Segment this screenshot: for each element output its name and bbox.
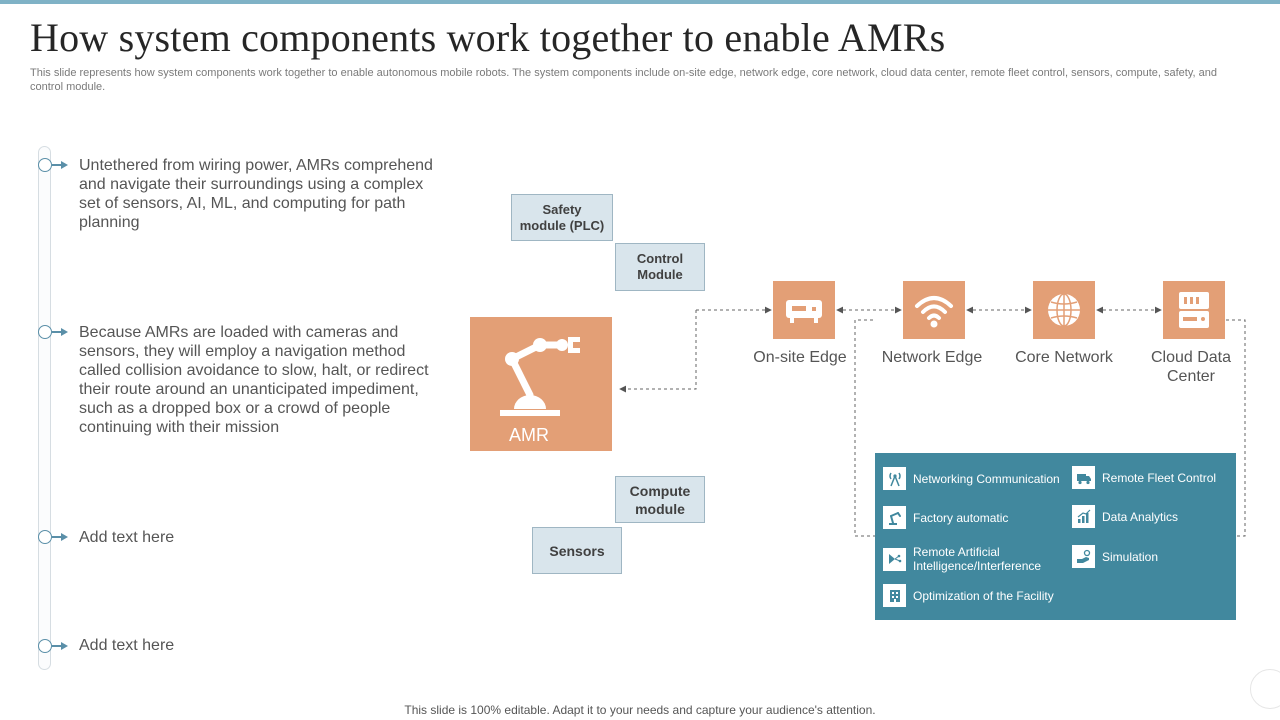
control-module-box: Control Module: [615, 243, 705, 291]
safety-module-box: Safety module (PLC): [511, 194, 613, 241]
timeline-marker: [37, 158, 69, 172]
timeline-text: Add text here: [79, 637, 175, 654]
core-network-label: Core Network: [1015, 349, 1113, 366]
bar-chart-icon: [1072, 505, 1095, 528]
timeline-text: Add text here: [79, 529, 175, 546]
network-edge-label: Network Edge: [881, 349, 983, 366]
truck-icon: [1072, 466, 1095, 489]
network-edge-node: [903, 281, 965, 339]
timeline-marker: [37, 530, 69, 544]
wifi-icon: [915, 296, 953, 328]
timeline-marker: [37, 325, 69, 339]
amr-block: AMR: [470, 317, 612, 451]
globe-icon: [1048, 293, 1080, 327]
timeline-bar: [38, 146, 51, 670]
timeline-text: Untethered from wiring power, AMRs compr…: [79, 157, 433, 231]
page-title: How system components work together to e…: [30, 15, 946, 60]
footer-note: This slide is 100% editable. Adapt it to…: [404, 703, 876, 717]
compute-module-box: Compute module: [615, 476, 705, 523]
amr-label: AMR: [509, 425, 549, 445]
corner-decoration: [1250, 669, 1280, 709]
feature-item: Remote Artificial Intelligence/Interfere…: [883, 545, 1063, 573]
robot-arm-icon: [883, 506, 906, 529]
features-panel: Networking Communication Remote Fleet Co…: [875, 453, 1236, 620]
cloud-data-center-label: Cloud Data Center: [1150, 349, 1232, 385]
timeline-text: Because AMRs are loaded with cameras and…: [79, 324, 429, 436]
feature-item: Factory automatic: [883, 506, 1008, 529]
on-site-edge-node: [773, 281, 835, 339]
feature-item: Remote Fleet Control: [1072, 466, 1216, 489]
building-icon: [883, 584, 906, 607]
ai-icon: [883, 547, 906, 571]
hand-icon: [1072, 545, 1095, 568]
cloud-data-center-node: [1163, 281, 1225, 339]
timeline-marker: [37, 639, 69, 653]
sensors-box: Sensors: [532, 527, 622, 574]
antenna-icon: [883, 467, 906, 490]
robot-arm-icon: [500, 337, 580, 416]
on-site-edge-label: On-site Edge: [753, 349, 847, 366]
page-subtitle: This slide represents how system compone…: [30, 67, 1218, 93]
server-icon: [1179, 292, 1209, 328]
top-accent-bar: [0, 0, 1280, 4]
router-icon: [786, 300, 822, 323]
feature-item: Simulation: [1072, 545, 1158, 568]
core-network-node: [1033, 281, 1095, 339]
feature-item: Optimization of the Facility: [883, 584, 1054, 607]
feature-item: Data Analytics: [1072, 505, 1178, 528]
feature-item: Networking Communication: [883, 467, 1060, 490]
